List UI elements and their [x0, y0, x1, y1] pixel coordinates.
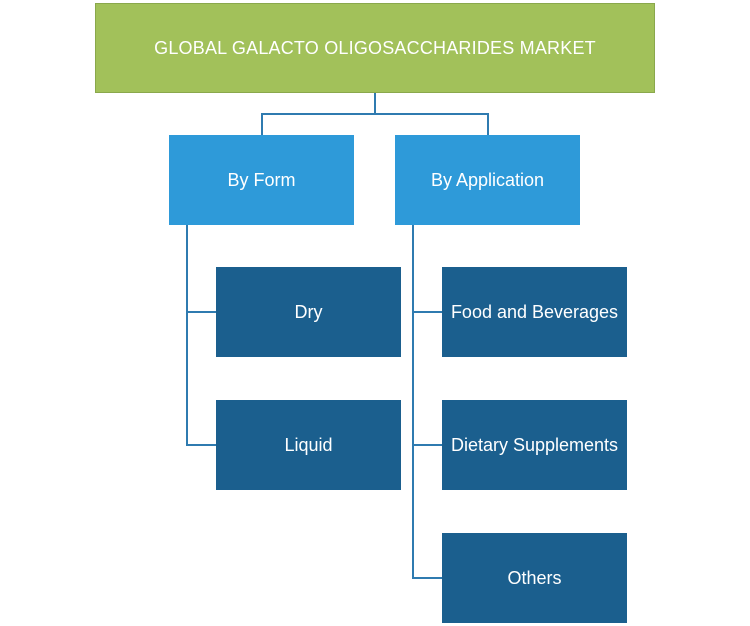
- category-label: By Form: [227, 169, 296, 190]
- segment-label: Dry: [294, 301, 323, 322]
- segment-food-and-beverages: Food and Beverages: [442, 267, 627, 357]
- segment-others: Others: [442, 533, 627, 623]
- segment-dietary-supplements: Dietary Supplements: [442, 400, 627, 490]
- segment-label: Others: [507, 567, 562, 588]
- form-connector: [186, 225, 216, 446]
- segment-label: Liquid: [284, 434, 333, 455]
- segment-label: Dietary Supplements: [450, 434, 619, 455]
- market-title: GLOBAL GALACTO OLIGOSACCHARIDES MARKET: [154, 37, 596, 58]
- segment-liquid: Liquid: [216, 400, 401, 490]
- category-label: By Application: [430, 169, 545, 190]
- segment-dry: Dry: [216, 267, 401, 357]
- segment-label: Food and Beverages: [450, 301, 619, 322]
- application-connector: [412, 225, 442, 579]
- root-connector: [261, 93, 489, 135]
- category-by-application: By Application: [395, 135, 580, 225]
- category-by-form: By Form: [169, 135, 354, 225]
- market-title-box: GLOBAL GALACTO OLIGOSACCHARIDES MARKET: [95, 3, 655, 93]
